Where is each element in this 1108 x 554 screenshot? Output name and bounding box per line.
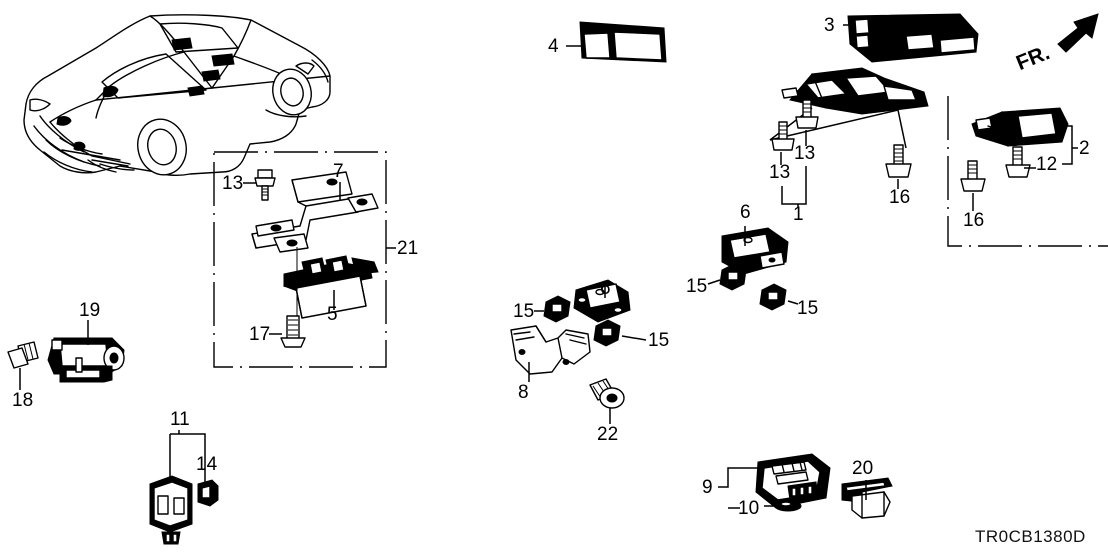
callout-4: 4 [548, 36, 559, 57]
vehicle-illustration [23, 14, 331, 177]
callout-19: 19 [79, 300, 101, 321]
part-20-key-blade [841, 477, 893, 519]
part-4-antenna [579, 21, 667, 63]
callout-10: 10 [738, 498, 760, 519]
part-15-grommet-c2 [593, 319, 621, 347]
callout-17: 17 [249, 324, 271, 345]
part-18-bolt [7, 341, 39, 369]
callout-21: 21 [397, 238, 419, 259]
callout-14: 14 [196, 454, 218, 475]
callout-3: 3 [824, 15, 835, 36]
callout-16-box2: 16 [963, 210, 985, 231]
front-direction-arrow-icon [1057, 13, 1099, 53]
callout-15-right: 15 [686, 276, 708, 297]
part-17-screw [280, 315, 306, 348]
callout-12: 12 [1036, 154, 1058, 175]
group-21-boundary [213, 151, 387, 368]
part-13-bolt-box21 [254, 169, 276, 201]
callout-9: 9 [702, 477, 713, 498]
callout-15-right-label: 15 [797, 298, 819, 319]
callout-1: 1 [793, 204, 804, 225]
part-3-control-unit [847, 13, 979, 63]
part-19-sensor [47, 337, 125, 383]
part-5-latch-actuator [283, 255, 379, 319]
part-22-bolt [589, 378, 625, 409]
diagram-code: TR0CB1380D [975, 527, 1086, 546]
bracket-group-2 [1062, 125, 1073, 165]
callout-22: 22 [597, 424, 619, 445]
part-12-bolt [1005, 146, 1031, 178]
bracket-group-11 [170, 433, 206, 478]
part-2-bracket [971, 107, 1069, 147]
leader-15-r1 [707, 279, 721, 285]
callout-15-left: 15 [513, 301, 535, 322]
part-16-bolt-center [885, 144, 912, 178]
part-15-grommet-c1 [543, 295, 571, 323]
callout-13-box21: 13 [222, 173, 244, 194]
part-13-bolt-left [771, 121, 795, 151]
callout-6-left: 6 [600, 278, 611, 299]
part-16-bolt-box2 [960, 160, 986, 192]
callout-16-center: 16 [889, 187, 911, 208]
part-6-sensor-right [721, 227, 789, 275]
part-11-relay [149, 475, 193, 545]
part-13-bolt-right [795, 99, 819, 129]
group-2-boundary [947, 96, 1108, 247]
callout-13-left: 13 [769, 162, 791, 183]
callout-20: 20 [852, 458, 874, 479]
part-15-grommet-r2 [759, 283, 787, 311]
callout-13-right: 13 [794, 143, 816, 164]
part-14-clip [197, 479, 219, 507]
callout-8: 8 [518, 382, 529, 403]
leader-16-line [897, 109, 907, 149]
part-9-key-fob [755, 453, 831, 509]
leader-15-c2 [621, 335, 647, 341]
part-7-bracket [251, 171, 379, 253]
part-10-battery [774, 500, 802, 512]
callout-2: 2 [1079, 138, 1090, 159]
callout-5: 5 [327, 304, 338, 325]
part-1-bracket [781, 67, 929, 115]
part-15-grommet-r1 [719, 263, 747, 291]
callout-15-mid: 15 [648, 330, 670, 351]
part-6-sensor-center [573, 279, 631, 323]
callout-7: 7 [333, 161, 344, 182]
callout-11: 11 [170, 409, 190, 430]
leader-1-fan-right [769, 109, 899, 141]
part-8-stay [510, 325, 591, 375]
callout-18: 18 [12, 390, 34, 411]
leader-9 [718, 467, 760, 488]
callout-6-right: 6 [740, 202, 751, 223]
leader-15-r2 [787, 300, 799, 305]
bracket-group-1 [781, 166, 807, 205]
